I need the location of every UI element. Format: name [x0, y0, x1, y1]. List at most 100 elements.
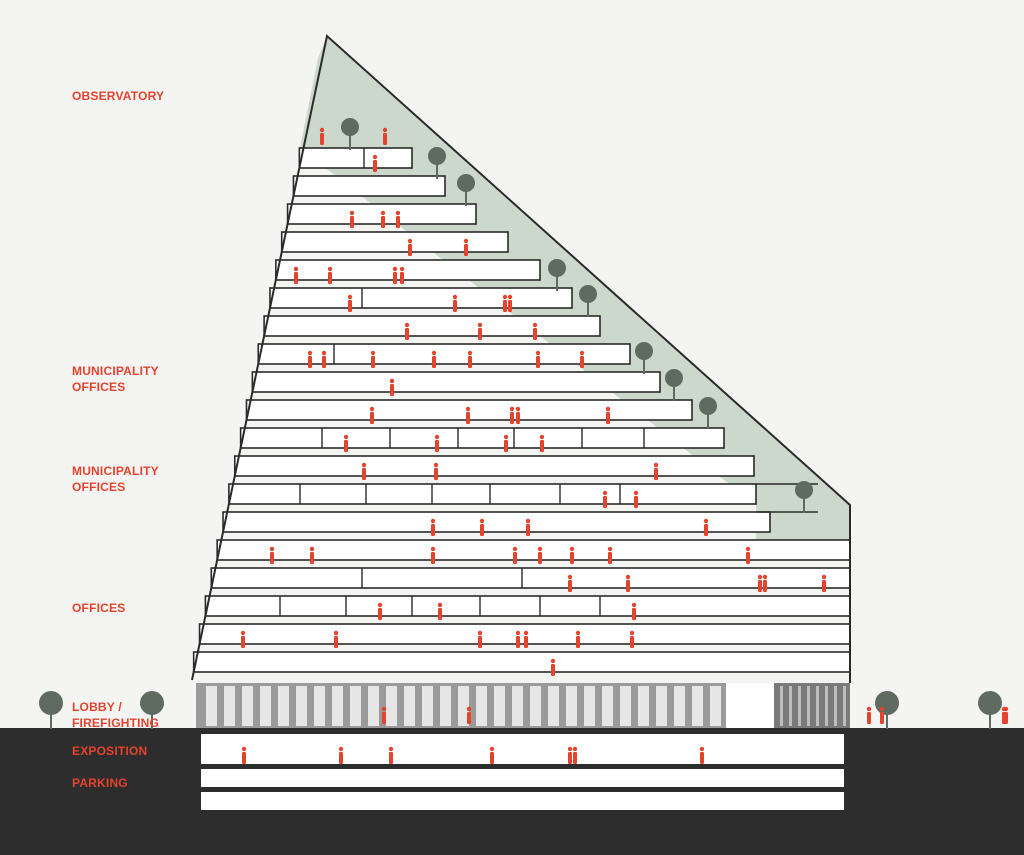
- person-figure-head: [535, 350, 541, 356]
- person-figure: [538, 552, 542, 564]
- person-figure: [453, 300, 457, 312]
- person-figure-head: [241, 746, 247, 752]
- mullion-panel: [314, 686, 325, 726]
- fire-station-doors: [774, 683, 850, 728]
- terrace-tree: [428, 147, 446, 165]
- floor-slab: [228, 483, 757, 505]
- person-figure-head: [465, 406, 471, 412]
- street-tree: [140, 691, 164, 715]
- person-figure: [822, 580, 826, 592]
- mullion-panel: [368, 686, 379, 726]
- person-figure-head: [477, 322, 483, 328]
- mullion-panel: [440, 686, 451, 726]
- person-figure: [242, 752, 246, 764]
- person-figure-head: [388, 746, 394, 752]
- person-figure: [382, 712, 386, 724]
- mullion-panel: [422, 686, 433, 726]
- floor-slab: [257, 343, 631, 365]
- terrace-tree: [579, 285, 597, 303]
- person-figure-head: [605, 406, 611, 412]
- door-panel: [834, 686, 837, 726]
- person-figure-head: [395, 210, 401, 216]
- person-figure-head: [699, 746, 705, 752]
- person-figure: [626, 580, 630, 592]
- person-figure: [478, 636, 482, 648]
- terrace-tree: [665, 369, 683, 387]
- terrace-tree: [341, 118, 359, 136]
- mullion-panel: [224, 686, 235, 726]
- mullion-panel: [476, 686, 487, 726]
- person-figure-head: [569, 546, 575, 552]
- mullion-panel: [584, 686, 595, 726]
- person-figure-head: [512, 546, 518, 552]
- person-figure-head: [509, 406, 515, 412]
- floor-slab: [233, 455, 755, 477]
- floor-slab: [280, 231, 509, 253]
- person-figure: [334, 636, 338, 648]
- person-figure: [383, 133, 387, 145]
- person-figure: [704, 524, 708, 536]
- person-figure-head: [361, 462, 367, 468]
- floor-slab: [269, 287, 573, 309]
- floor-slab: [275, 259, 541, 281]
- mullion-panel: [656, 686, 667, 726]
- person-figure: [466, 412, 470, 424]
- person-figure: [503, 300, 507, 312]
- person-figure: [310, 552, 314, 564]
- mullion-panel: [350, 686, 361, 726]
- floor-slab: [204, 595, 851, 617]
- label-offices: OFFICES: [72, 601, 126, 615]
- person-figure-head: [625, 574, 631, 580]
- person-figure: [524, 636, 528, 648]
- person-figure-head: [437, 602, 443, 608]
- person-figure: [381, 216, 385, 228]
- person-figure: [434, 468, 438, 480]
- person-figure-head: [431, 350, 437, 356]
- person-figure: [348, 300, 352, 312]
- person-figure: [478, 328, 482, 340]
- terrace-tree: [795, 481, 813, 499]
- mullion-panel: [674, 686, 685, 726]
- person-figure-head: [703, 518, 709, 524]
- person-figure: [516, 412, 520, 424]
- person-figure: [464, 244, 468, 256]
- label-lobby-firefighting: LOBBY / FIREFIGHTING: [72, 700, 160, 730]
- person-figure-head: [1003, 706, 1009, 712]
- person-figure: [389, 752, 393, 764]
- mullion-panel: [260, 686, 271, 726]
- person-figure: [510, 412, 514, 424]
- floor-slab: [292, 175, 446, 197]
- person-figure: [322, 356, 326, 368]
- person-figure: [378, 608, 382, 620]
- person-figure: [608, 552, 612, 564]
- person-figure: [320, 133, 324, 145]
- person-figure-head: [321, 350, 327, 356]
- mullion-panel: [206, 686, 217, 726]
- person-figure-head: [466, 706, 472, 712]
- door-panel: [780, 686, 783, 726]
- street-tree: [39, 691, 63, 715]
- person-figure-head: [631, 602, 637, 608]
- floor-slab: [210, 567, 851, 589]
- person-figure-head: [745, 546, 751, 552]
- person-figure-head: [333, 630, 339, 636]
- person-figure-head: [382, 127, 388, 133]
- floor-slab: [239, 427, 725, 449]
- person-figure-head: [381, 706, 387, 712]
- person-figure-head: [463, 238, 469, 244]
- person-figure-head: [879, 706, 885, 712]
- person-figure-head: [343, 434, 349, 440]
- door-panel: [825, 686, 828, 726]
- person-figure: [576, 636, 580, 648]
- person-figure-head: [489, 746, 495, 752]
- floor-slab: [251, 371, 661, 393]
- person-figure: [294, 272, 298, 284]
- mullion-panel: [602, 686, 613, 726]
- person-figure-head: [539, 434, 545, 440]
- person-figure-head: [467, 350, 473, 356]
- basement-level: [201, 734, 844, 764]
- mullion-panel: [620, 686, 631, 726]
- person-figure: [480, 524, 484, 536]
- person-figure: [405, 328, 409, 340]
